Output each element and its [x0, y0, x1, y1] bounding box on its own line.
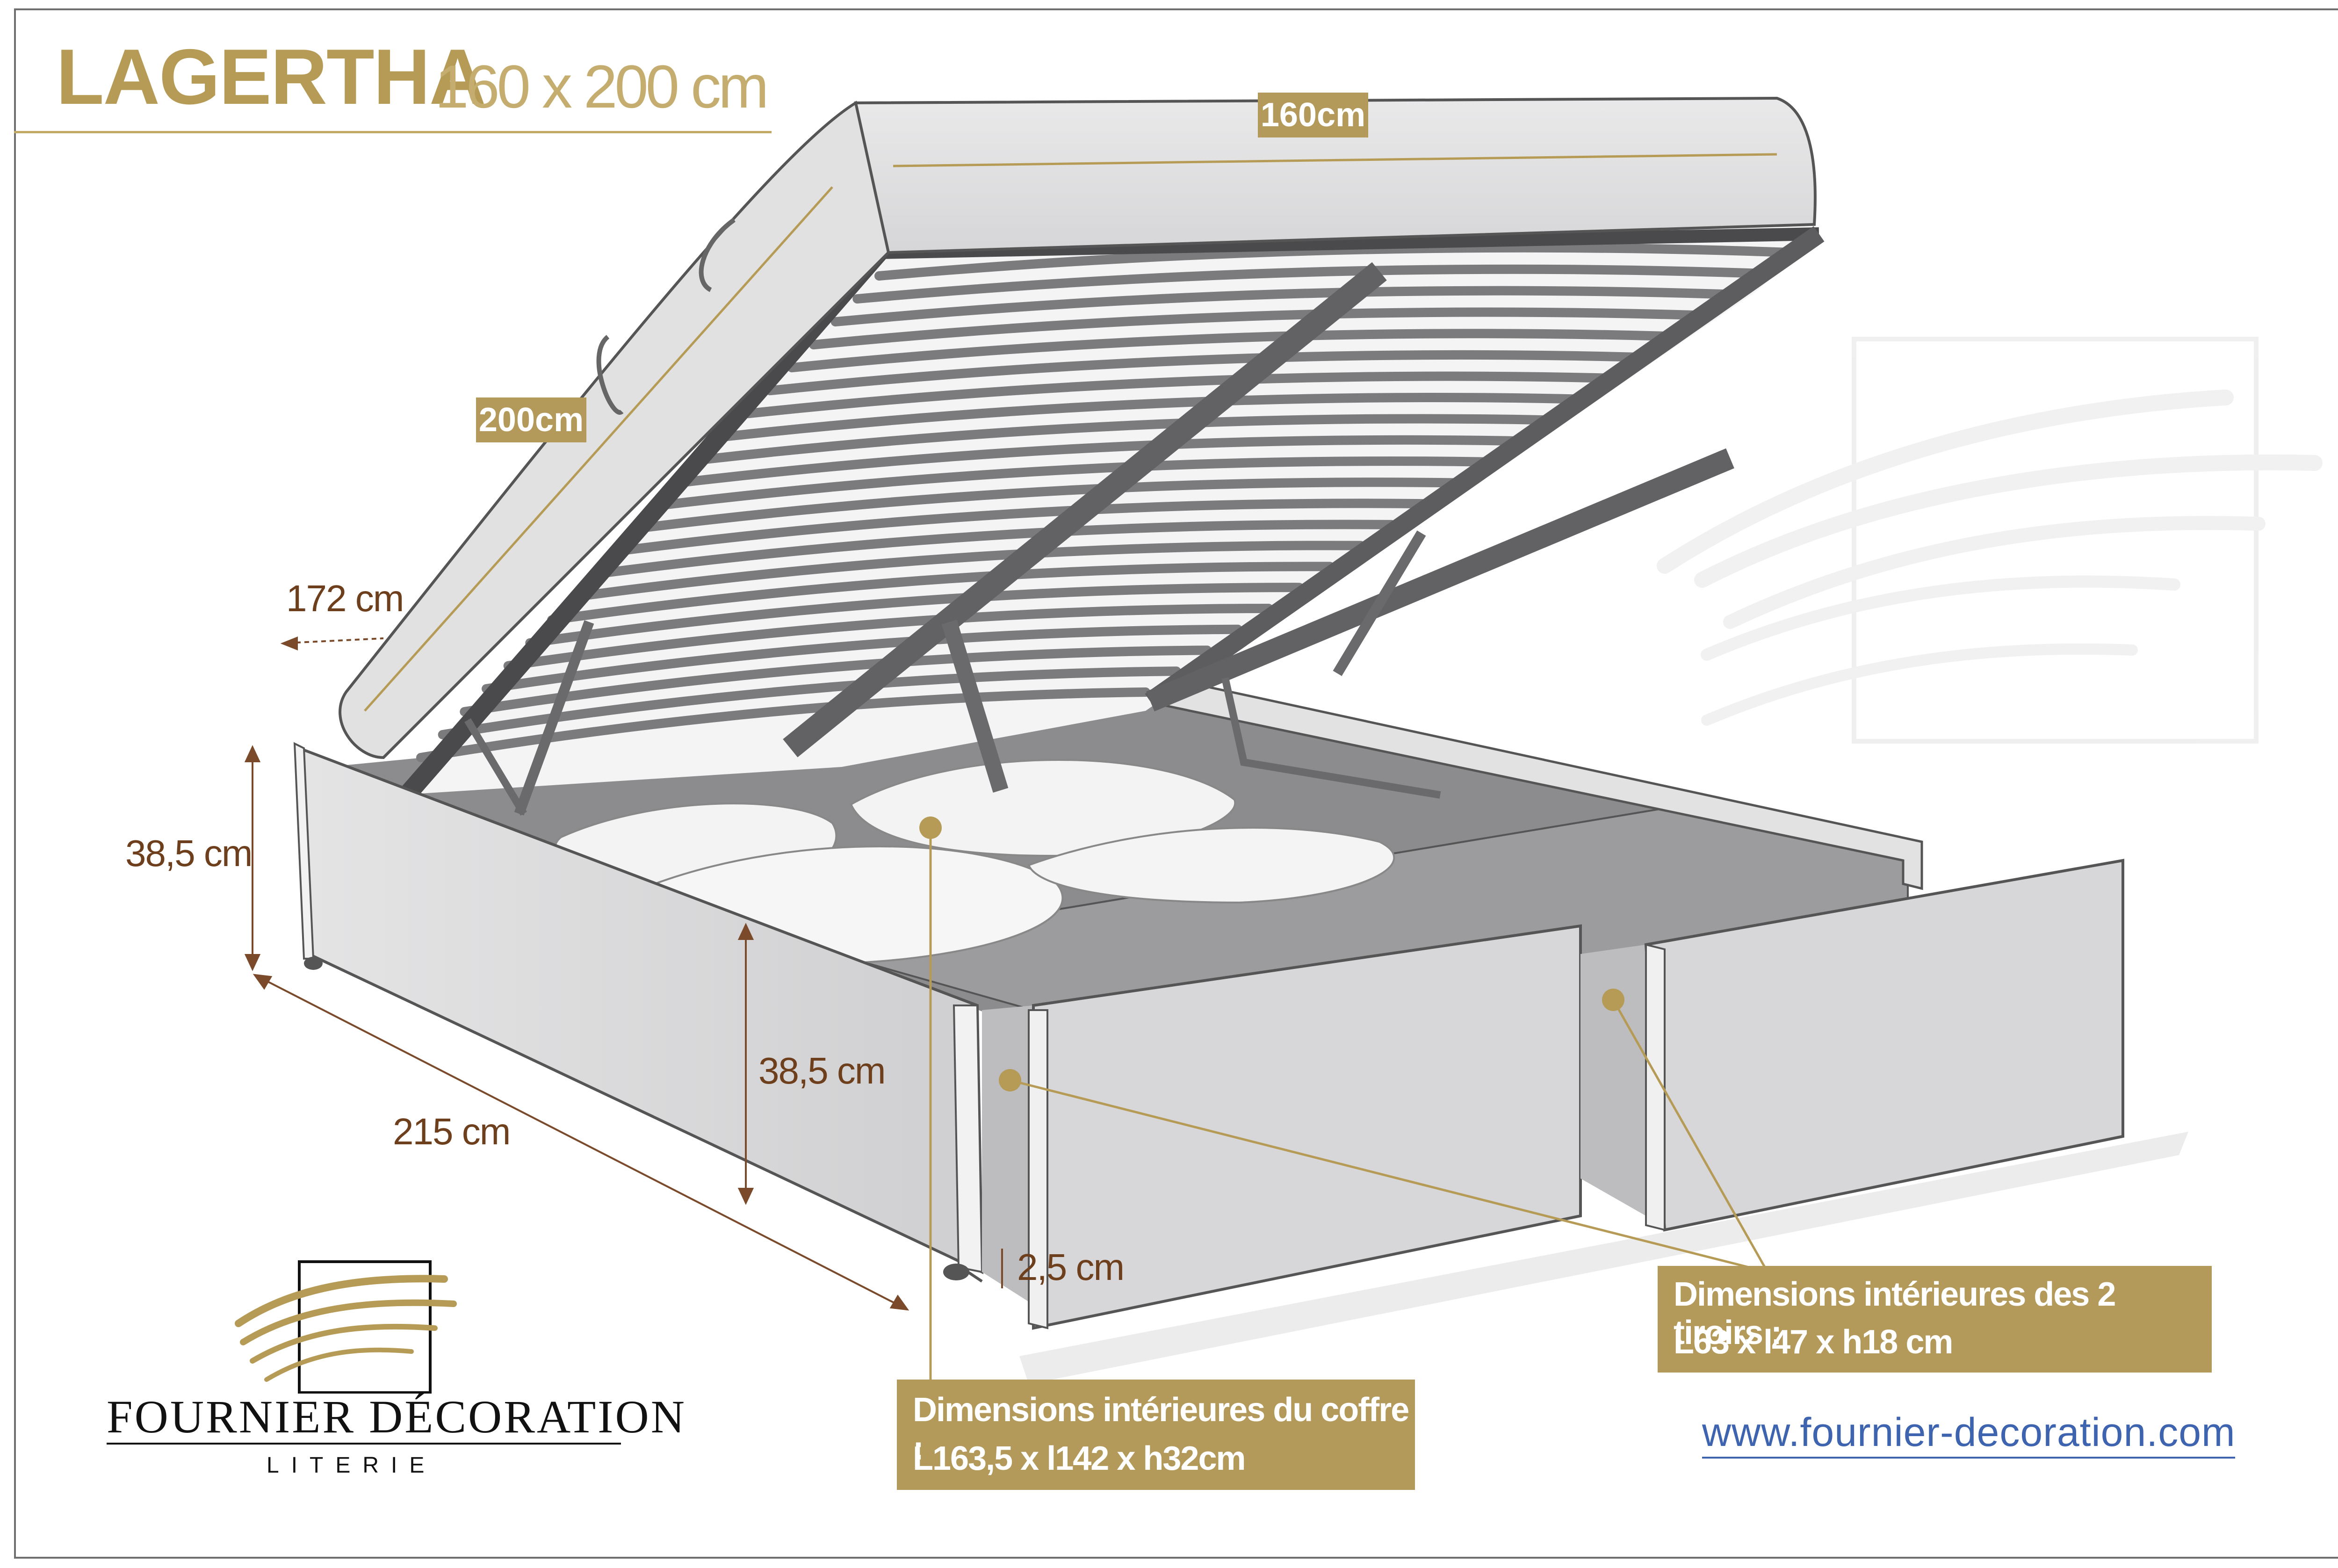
- product-size: 160 x 200 cm: [435, 52, 769, 121]
- drawer-dimensions-box: Dimensions intérieures des 2 tiroirs : L…: [1658, 1266, 2212, 1373]
- slat: [852, 264, 1765, 304]
- website-link[interactable]: www.fournier-decoration.com: [1702, 1410, 2236, 1455]
- height-front-label: 38,5 cm: [758, 1050, 886, 1091]
- drawer-dimensions-heading: Dimensions intérieures des 2 tiroirs :: [1674, 1276, 2116, 1351]
- slat: [830, 286, 1734, 327]
- outer-frame: [14, 8, 2338, 1559]
- length-side-label: 215 cm: [393, 1111, 511, 1152]
- brand-logo-mark: [235, 1260, 457, 1394]
- height-left-label: 38,5 cm: [125, 832, 253, 874]
- callout-dots: [919, 817, 1624, 1091]
- foot-height-label: 2,5 cm: [1017, 1246, 1125, 1288]
- product-title: LAGERTHA: [56, 33, 486, 121]
- slat: [722, 393, 1580, 441]
- slat: [809, 307, 1703, 350]
- brand-sub: LITERIE: [267, 1453, 437, 1478]
- width-tag: 160cm: [1258, 93, 1368, 137]
- slat: [743, 371, 1611, 419]
- brand-name: FOURNIER DÉCORATION: [107, 1391, 686, 1443]
- slat: [416, 687, 1150, 762]
- storage-dimensions-value: L163,5 x l142 x h32cm: [913, 1440, 1246, 1477]
- slat: [874, 243, 1796, 281]
- dimension-lines: [244, 636, 1003, 1311]
- slat: [656, 456, 1488, 510]
- drawer-right: [1580, 859, 2124, 1232]
- pillows: [554, 759, 1395, 965]
- storage-dimensions-heading: Dimensions intérieures du coffre :: [913, 1391, 1409, 1467]
- slat: [547, 562, 1335, 625]
- opening-width-label: 172 cm: [286, 578, 404, 619]
- slat: [634, 477, 1458, 533]
- website-underline: [1702, 1457, 2235, 1459]
- slat: [569, 541, 1365, 602]
- length-tag: 200cm: [476, 397, 586, 442]
- slat: [482, 624, 1243, 694]
- slat: [591, 520, 1396, 579]
- callout-lines: [364, 153, 1777, 1380]
- slat: [460, 645, 1212, 716]
- slat: [700, 414, 1550, 464]
- slat: [678, 435, 1519, 487]
- drawer-dimensions-value: L63 x l47 x h18 cm: [1674, 1323, 1953, 1361]
- watermark-logo: [1657, 337, 2323, 744]
- slat: [765, 350, 1642, 396]
- brand-rule: [107, 1443, 621, 1445]
- slat: [787, 329, 1673, 373]
- slat: [613, 499, 1427, 556]
- storage-dimensions-box: Dimensions intérieures du coffre : L163,…: [897, 1380, 1415, 1490]
- slat: [503, 603, 1273, 671]
- slat: [525, 583, 1304, 648]
- title-rule: [14, 131, 772, 133]
- floor-shadow: [1019, 1132, 2188, 1384]
- lifted-lid: [339, 96, 1825, 816]
